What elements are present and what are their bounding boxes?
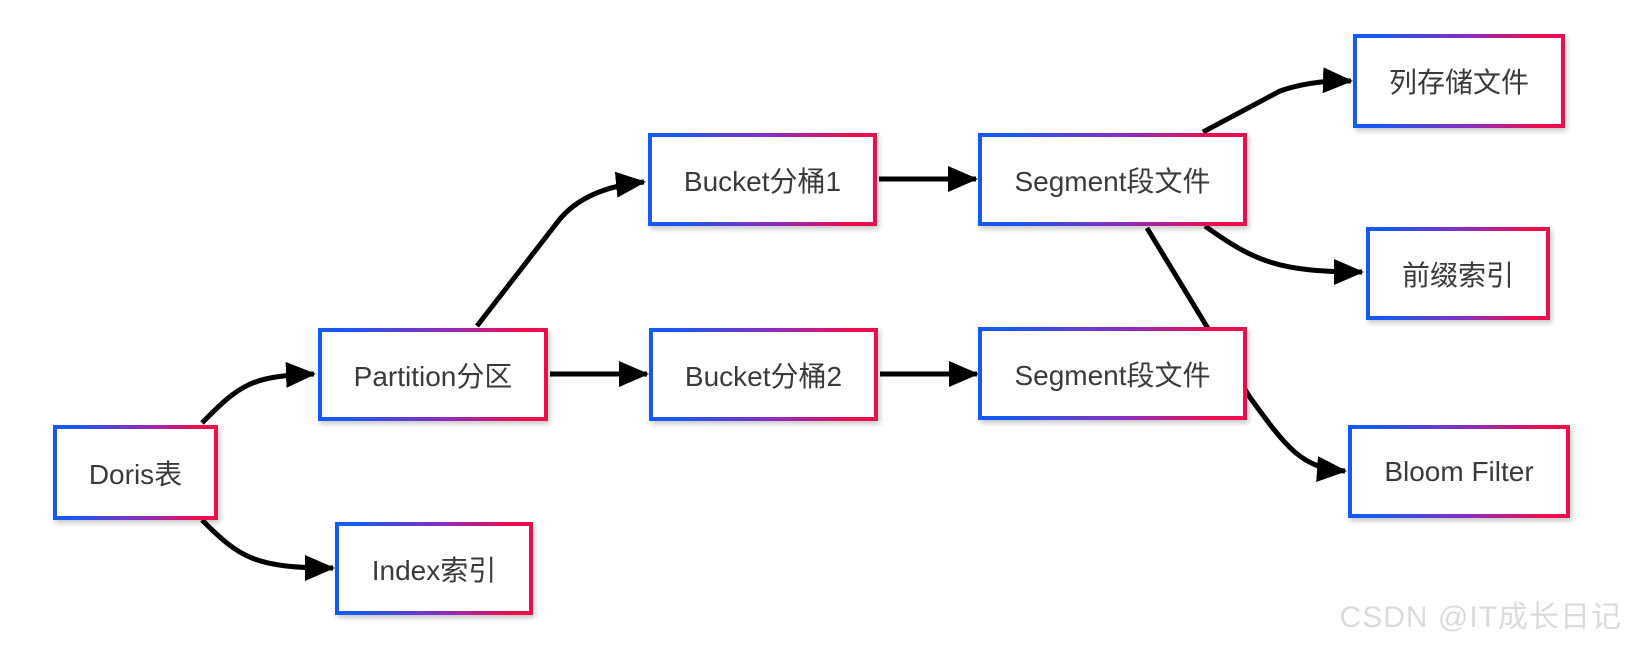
node-label-prefix: 前缀索引 [1370,231,1546,316]
edge-segment1-to-prefix [1203,223,1364,285]
node-label-index: Index索引 [339,526,529,611]
edge-segment1-to-colfile [1201,67,1353,135]
node-doris: Doris表 [53,425,218,520]
edge-doris-to-partition [200,361,316,425]
node-label-bucket1: Bucket分桶1 [652,137,873,222]
node-label-bloom: Bloom Filter [1352,429,1566,514]
node-bloom: Bloom Filter [1348,425,1570,518]
edge-partition-to-bucket1 [475,171,646,328]
node-segment1: Segment段文件 [978,133,1247,226]
node-label-doris: Doris表 [57,429,214,516]
node-label-segment1: Segment段文件 [982,137,1243,222]
node-label-bucket2: Bucket分桶2 [653,332,874,417]
edge-segment1-to-bloom [1144,226,1347,483]
node-bucket2: Bucket分桶2 [649,328,878,421]
node-prefix: 前缀索引 [1366,227,1550,320]
edge-doris-to-index [200,518,335,581]
watermark: CSDN @IT成长日记 [1339,601,1622,634]
node-segment2: Segment段文件 [978,327,1247,420]
node-label-segment2: Segment段文件 [982,331,1243,416]
node-label-partition: Partition分区 [322,332,544,417]
node-colfile: 列存储文件 [1353,34,1565,128]
node-index: Index索引 [335,522,533,615]
node-bucket1: Bucket分桶1 [648,133,877,226]
node-label-colfile: 列存储文件 [1357,38,1561,124]
node-partition: Partition分区 [318,328,548,421]
